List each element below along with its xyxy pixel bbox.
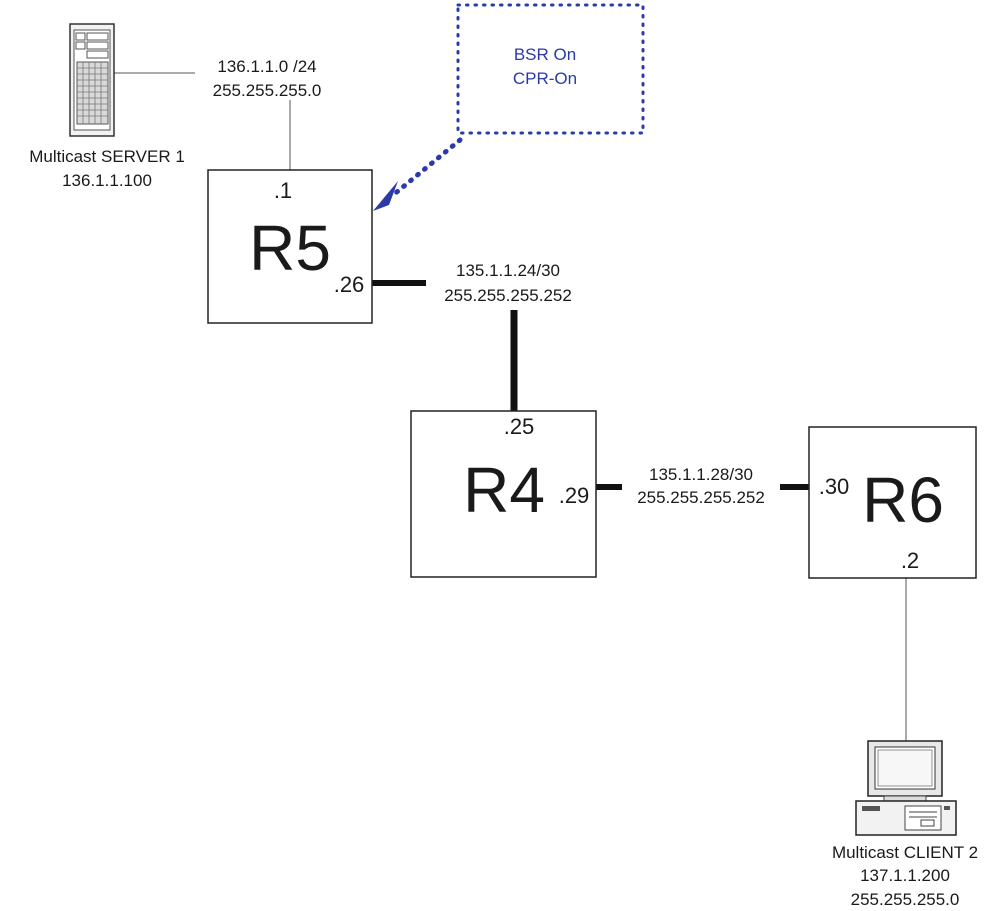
router-r6: .30 R6 .2 [809,427,976,578]
r4-r6-subnet: 135.1.1.28/30 [649,465,753,484]
r4-right-interface: .29 [559,483,590,508]
r5-lan-interface: .1 [274,178,292,203]
callout-arrow-shaft [392,140,460,196]
callout-line-2: CPR-On [513,69,577,88]
r4-label: R4 [463,454,545,526]
desktop-computer-icon [856,741,956,835]
router-r4: .25 R4 .29 [411,411,596,577]
r6-label: R6 [862,464,944,536]
callout: BSR On CPR-On [373,5,643,211]
callout-line-1: BSR On [514,45,576,64]
r5-serial-interface: .26 [334,272,365,297]
server-ip: 136.1.1.100 [62,171,152,190]
arrowhead-icon [373,181,398,211]
r5-label: R5 [249,212,331,284]
client-name: Multicast CLIENT 2 [832,843,978,862]
server-lan-subnet: 136.1.1.0 /24 [217,57,316,76]
client-ip: 137.1.1.200 [860,866,950,885]
r6-lan-interface: .2 [901,548,919,573]
client-mask: 255.255.255.0 [851,890,960,909]
server-name: Multicast SERVER 1 [29,147,185,166]
r6-left-interface: .30 [819,474,850,499]
r4-up-interface: .25 [504,414,535,439]
r4-r6-mask: 255.255.255.252 [637,488,765,507]
tower-server-icon [70,24,114,136]
server-lan-mask: 255.255.255.0 [213,81,322,100]
r5-r4-subnet: 135.1.1.24/30 [456,261,560,280]
router-r5: .1 R5 .26 [208,170,372,323]
r5-r4-mask: 255.255.255.252 [444,286,572,305]
